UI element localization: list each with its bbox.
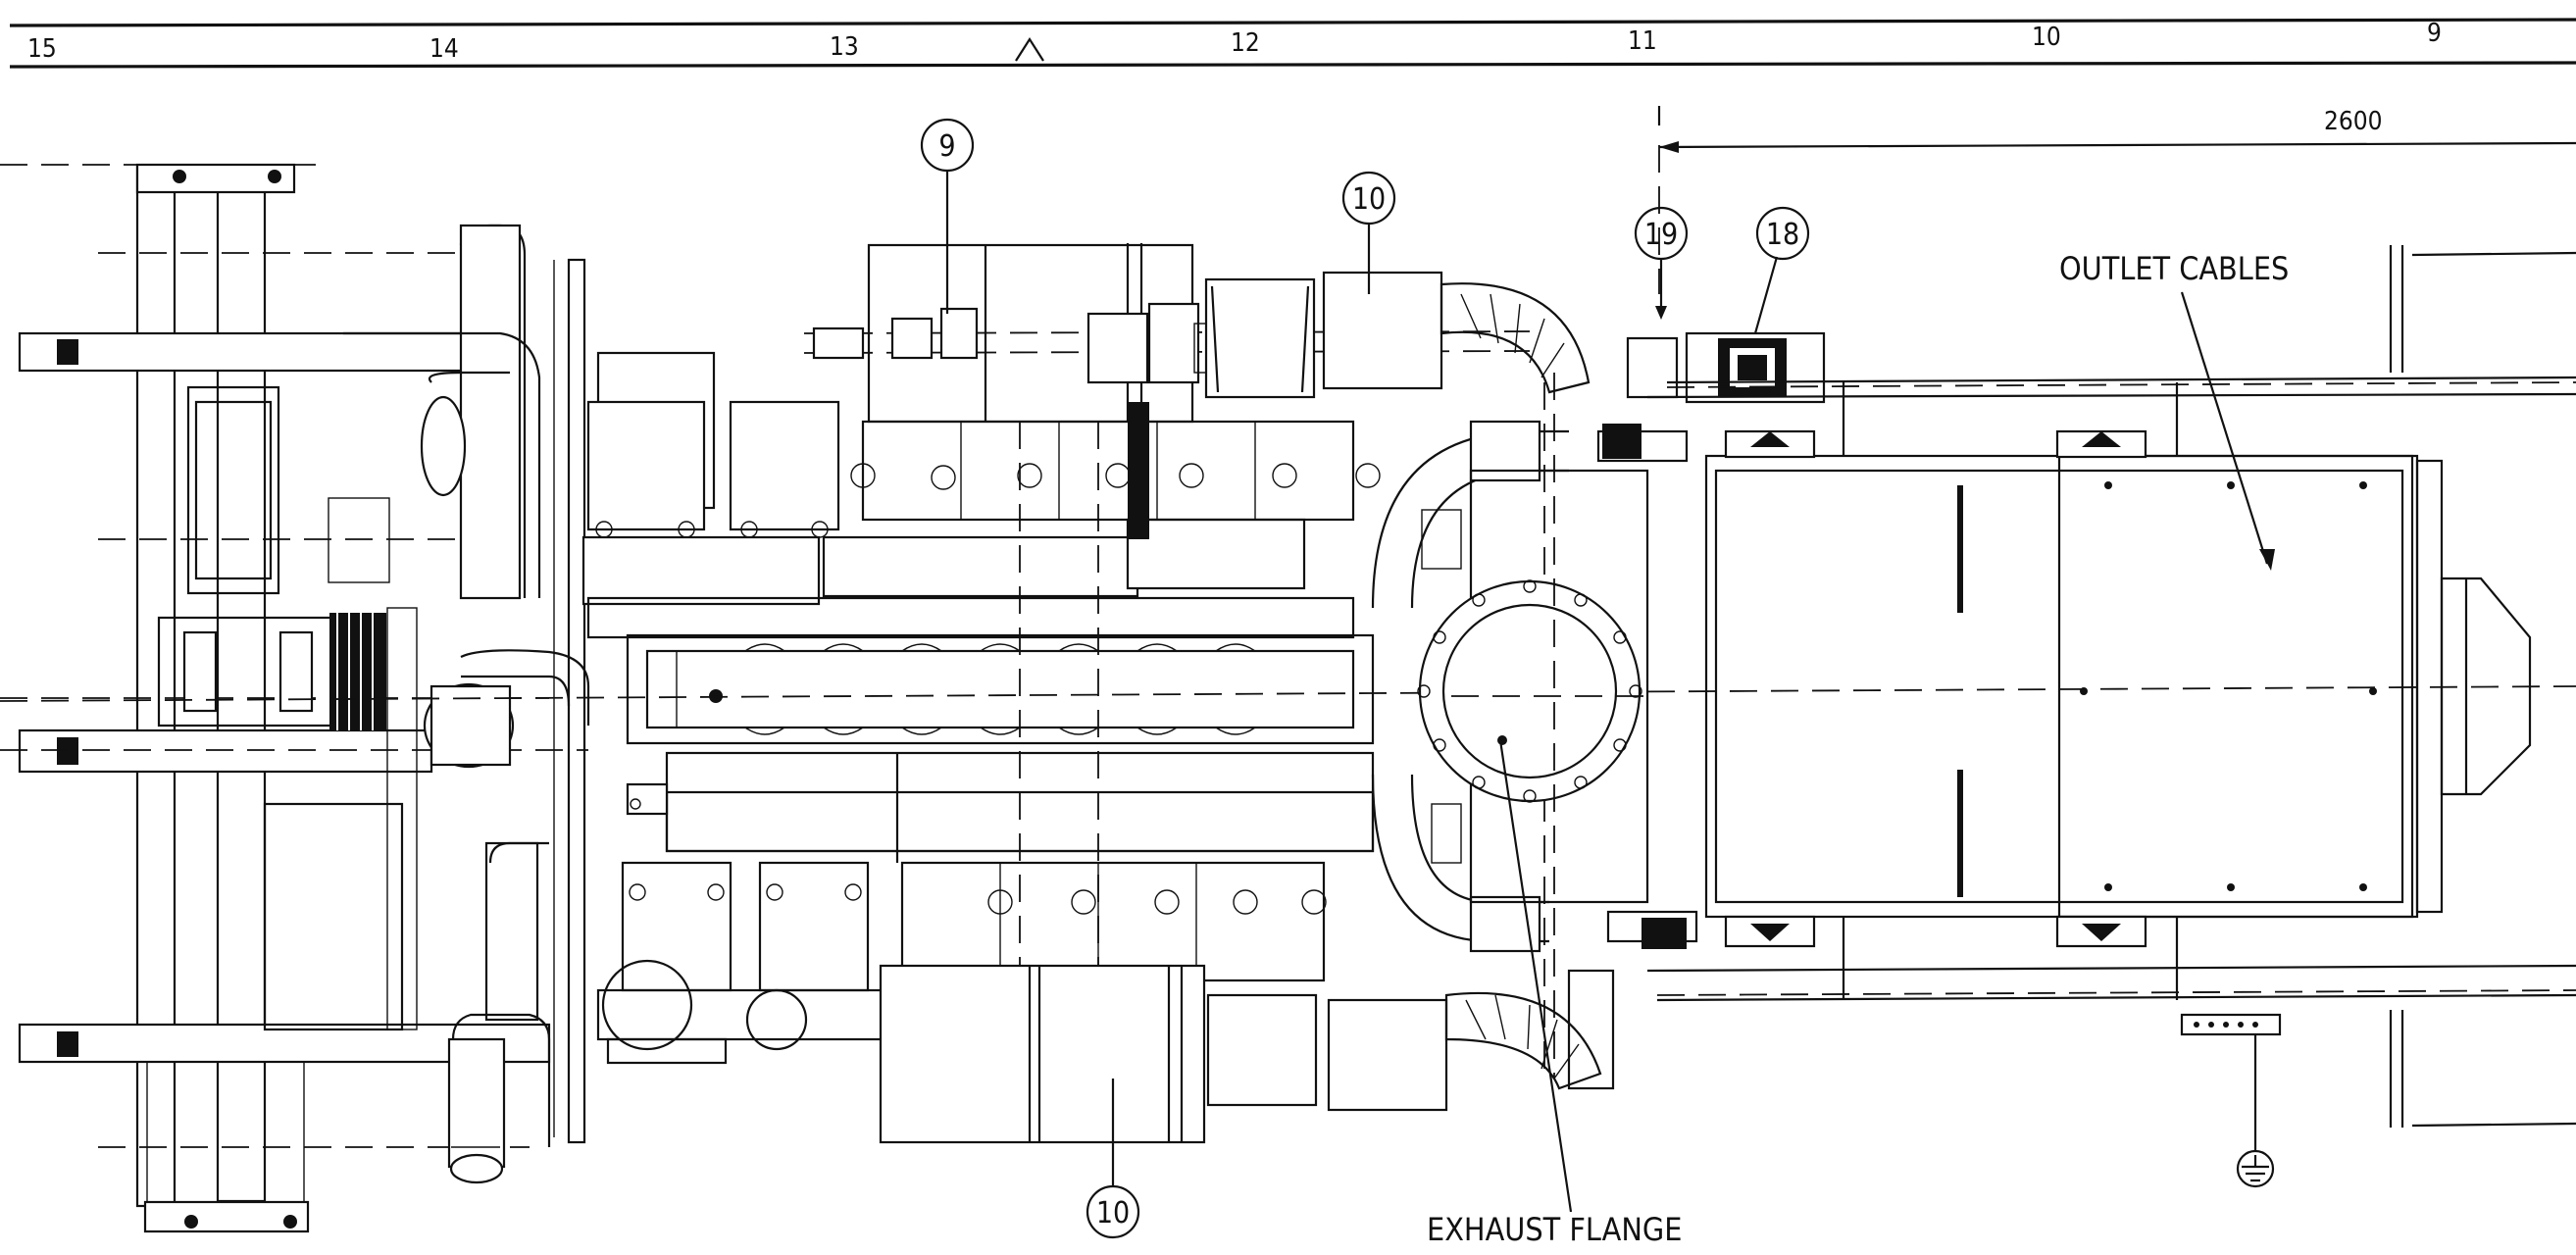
hatched-blocks xyxy=(1602,424,1687,949)
callout-18: 18 xyxy=(1753,206,1810,334)
base-frame-left xyxy=(0,163,588,1233)
top-devices xyxy=(1596,331,1826,949)
generator xyxy=(1646,245,2576,1188)
callout-18-label: 18 xyxy=(1766,218,1799,252)
annotation-exhaust-flange: EXHAUST FLANGE xyxy=(1427,739,1682,1248)
callout-19: 19 xyxy=(1634,206,1689,320)
zone-label-15: 15 xyxy=(27,34,57,64)
dimension-2600: 2600 xyxy=(1657,106,2576,294)
zone-label-9: 9 xyxy=(2427,19,2442,48)
callout-10-top-label: 10 xyxy=(1352,182,1386,217)
zone-label-13: 13 xyxy=(830,32,859,62)
exhaust-flange-label: EXHAUST FLANGE xyxy=(1427,1211,1682,1248)
callout-9: 9 xyxy=(920,118,975,314)
air-intake-top xyxy=(803,243,1591,424)
north-arrow-icon xyxy=(1015,36,1044,62)
exhaust-system xyxy=(1371,373,1649,1079)
coolant-pipes xyxy=(343,224,590,1184)
outlet-cables-label: OUTLET CABLES xyxy=(2059,250,2289,287)
air-intake-bottom xyxy=(879,964,1615,1144)
zone-label-11: 11 xyxy=(1628,26,1657,56)
zone-label-12: 12 xyxy=(1231,28,1260,58)
ground-symbol-icon xyxy=(2236,1149,2275,1188)
dimension-value: 2600 xyxy=(2324,107,2383,136)
cylinder-heads-top xyxy=(581,351,1545,1079)
device-18-coil xyxy=(1718,338,1787,397)
annotation-outlet-cables: OUTLET CABLES xyxy=(2059,250,2289,571)
exhaust-flange xyxy=(1417,579,1642,803)
callout-10-bottom: 10 xyxy=(1086,1079,1140,1239)
callout-10-top: 10 xyxy=(1341,171,1396,294)
callout-9-label: 9 xyxy=(938,129,955,164)
zone-strip: 15 14 13 12 11 10 9 xyxy=(9,18,2576,69)
zone-label-14: 14 xyxy=(429,34,459,64)
callout-19-label: 19 xyxy=(1644,218,1678,252)
engine-block xyxy=(0,596,2576,889)
fan-belt-pack xyxy=(329,613,386,730)
cylinder-heads-bottom xyxy=(596,861,1327,1065)
zone-label-10: 10 xyxy=(2032,23,2061,52)
callout-10-bottom-label: 10 xyxy=(1096,1196,1130,1230)
